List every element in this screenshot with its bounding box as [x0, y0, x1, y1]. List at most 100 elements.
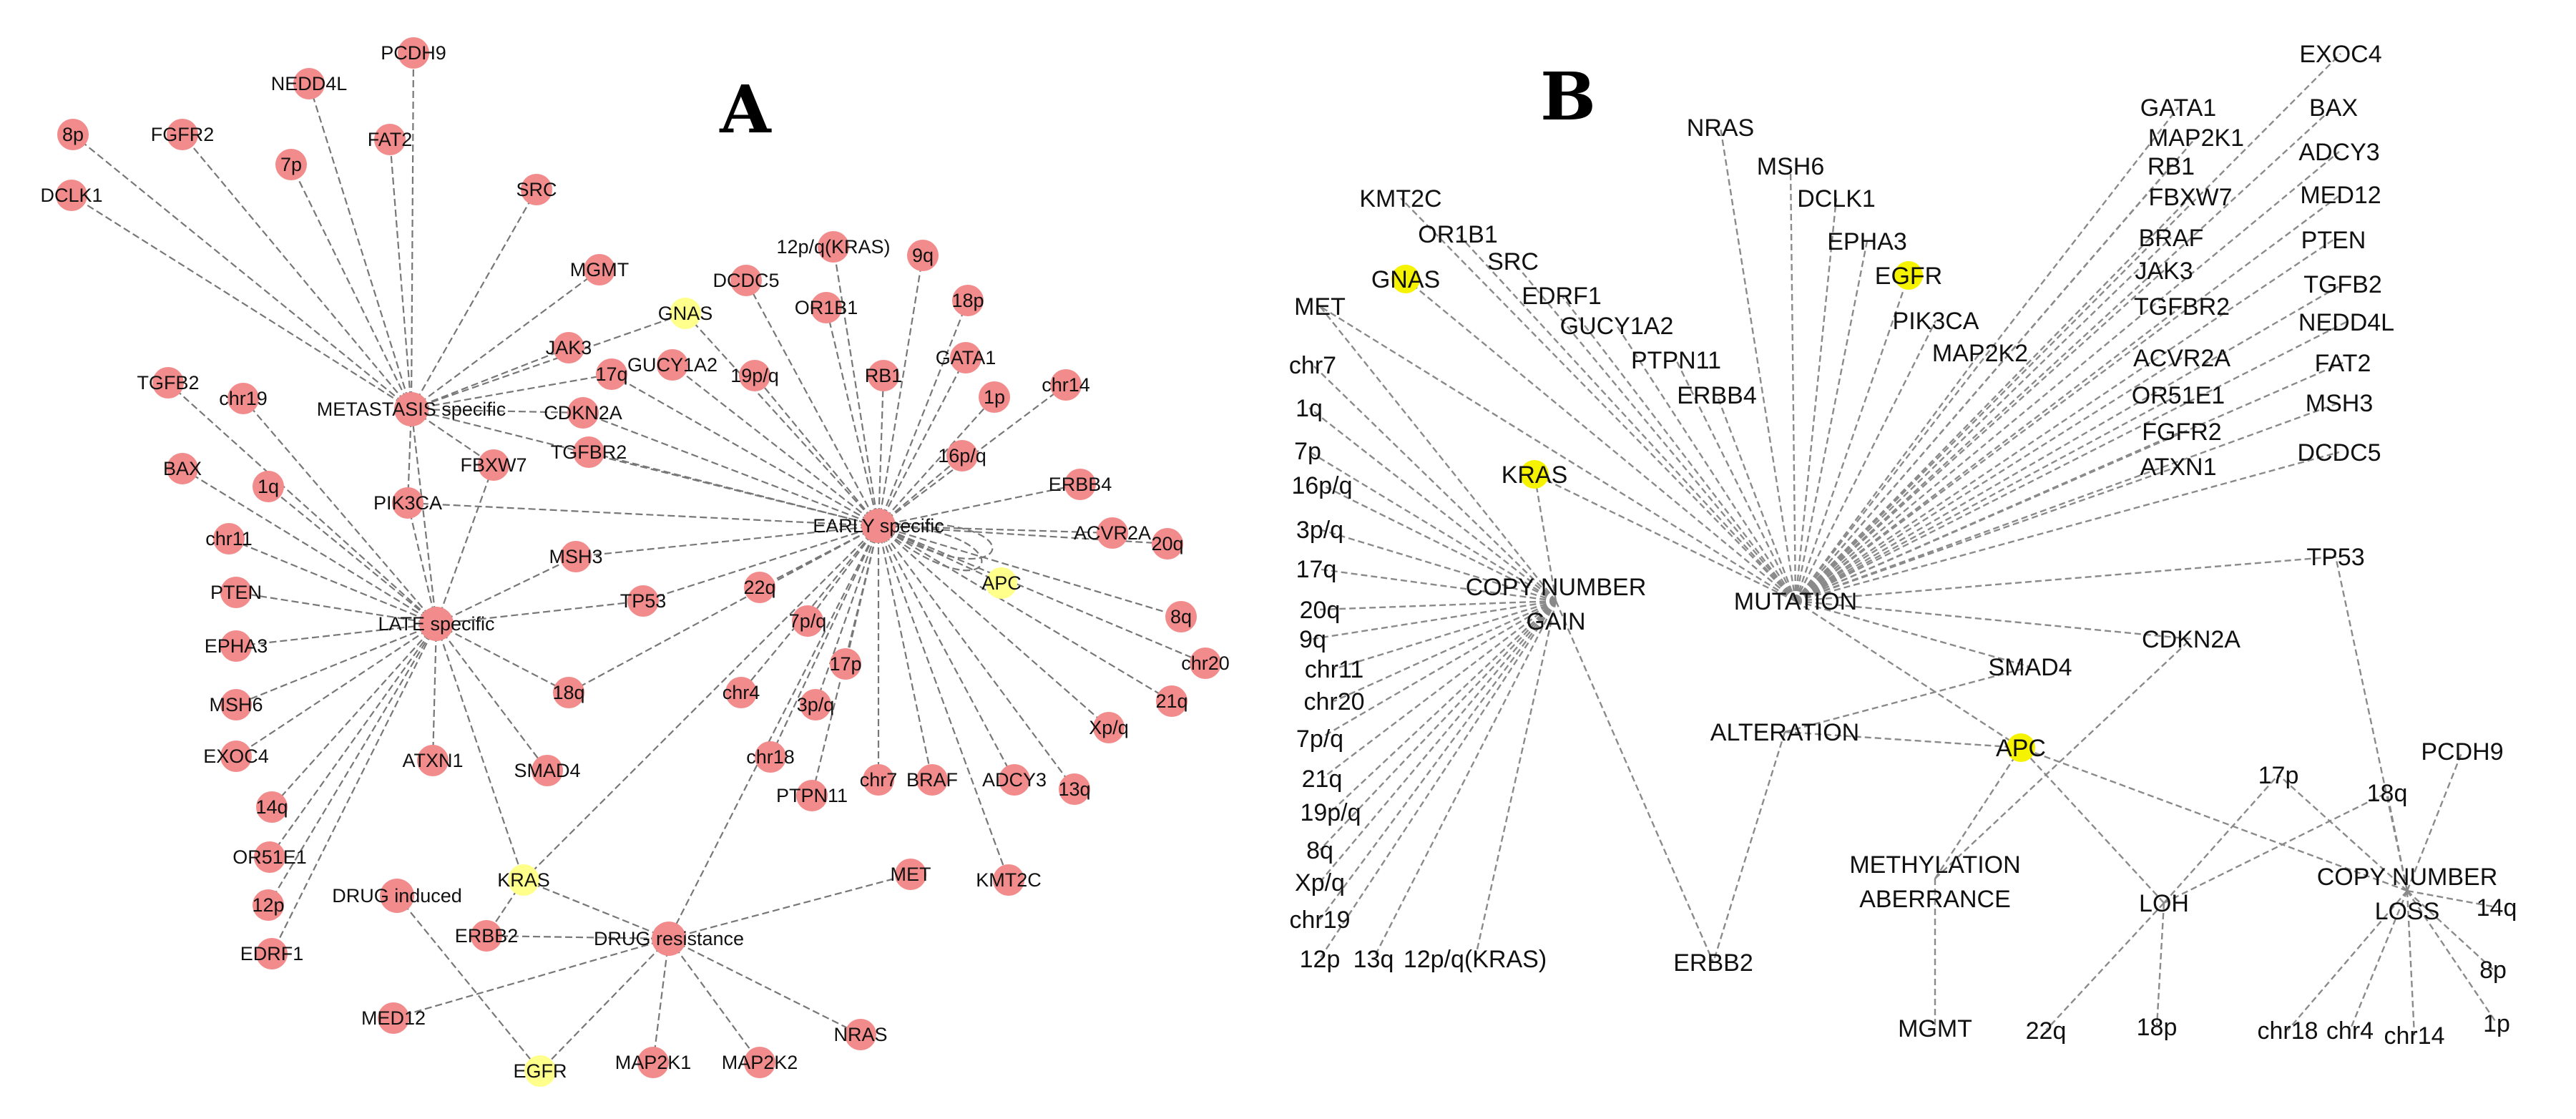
- edge-a-met-spec-gnas: [411, 312, 686, 411]
- node-b-8p: 8p: [2479, 957, 2507, 984]
- edge-b-cng-8q: [1319, 600, 1557, 851]
- node-a-tp53: TP53: [620, 585, 666, 617]
- node-b-label: EDRF1: [1522, 283, 1601, 310]
- node-a-label: 8p: [62, 124, 84, 145]
- node-a-label: BRAF: [906, 769, 958, 791]
- node-a-label: APC: [981, 572, 1022, 594]
- edge-a-late-1q: [268, 486, 437, 625]
- node-b-label: 12p/q(KRAS): [1404, 946, 1547, 973]
- edge-b-cnl-1p: [2406, 890, 2497, 1024]
- edge-a-early-13q: [878, 525, 1075, 790]
- node-a-8q: 8q: [1165, 601, 1197, 632]
- edge-a-late-atxn1: [431, 623, 438, 761]
- node-a-label: ATXN1: [402, 750, 463, 771]
- edge-b-cng-erbb2: [1554, 600, 1715, 963]
- node-b-marker: [1894, 261, 1923, 290]
- node-b-12p: 12p: [1300, 946, 1341, 973]
- node-a-label: EARLY specific: [813, 515, 944, 537]
- node-b-label: ADCY3: [2298, 139, 2379, 166]
- node-b-label: chr20: [1303, 688, 1364, 715]
- node-a-label: 19p/q: [730, 365, 779, 386]
- node-a-map2k2: MAP2K2: [722, 1047, 798, 1078]
- node-a-bax: BAX: [163, 453, 202, 484]
- node-b-label: MSH3: [2306, 390, 2373, 417]
- node-b-label: 13q: [1353, 946, 1394, 973]
- node-b-label: COPY NUMBER: [1466, 574, 1647, 601]
- edge-a-early-rb1: [877, 375, 885, 527]
- node-a-18q: 18q: [552, 677, 585, 708]
- node-b-label: PIK3CA: [1893, 308, 1979, 335]
- node-b-7p: 7p: [1294, 438, 1321, 465]
- edge-a-met-spec-cdkn2a: [411, 408, 584, 414]
- edge-a-met-spec-mgmt: [411, 269, 600, 410]
- node-a-marker: [1152, 528, 1183, 560]
- node-a-marker: [895, 859, 926, 890]
- node-a-label: CDKN2A: [544, 402, 622, 424]
- node-a-jak3: JAK3: [546, 332, 592, 363]
- node-a-late: LATE specific: [378, 607, 495, 641]
- edge-a-late-epha3: [235, 622, 437, 648]
- node-a-marker: [755, 741, 786, 773]
- edge-a-met-spec-nedd4l: [308, 83, 413, 410]
- node-b-label: 22q: [2026, 1017, 2067, 1045]
- edge-a-early-adcy3: [878, 525, 1015, 781]
- node-a-label: chr4: [723, 682, 760, 703]
- node-a-label: MAP2K2: [722, 1052, 798, 1073]
- node-a-7p: 7p: [275, 149, 307, 180]
- node-a-marker: [532, 755, 563, 786]
- node-a-smad4: SMAD4: [514, 755, 581, 786]
- edge-b-cng-12p: [1318, 600, 1557, 959]
- edge-a-early-9q: [877, 255, 924, 527]
- edge-b-mutation-acvr2a: [1795, 356, 2183, 602]
- edge-b-mutation-nras: [1719, 127, 1797, 602]
- node-a-marker: [394, 392, 428, 426]
- node-a-marker: [152, 367, 184, 399]
- node-a-fgfr2: FGFR2: [151, 119, 214, 150]
- node-a-drug-res: DRUG resistance: [594, 922, 744, 956]
- node-a-label: SRC: [516, 179, 557, 200]
- node-a-22q: 22q: [743, 572, 776, 603]
- node-a-acvr2a: ACVR2A: [1074, 517, 1151, 549]
- node-b-label: 20q: [1300, 597, 1341, 624]
- node-a-drug-ind: DRUG induced: [332, 879, 462, 913]
- edge-a-early-cdkn2a: [582, 411, 879, 527]
- node-b-bax: BAX: [2309, 94, 2358, 122]
- node-b-ptpn11: PTPN11: [1631, 347, 1721, 374]
- node-b-met: MET: [1294, 293, 1346, 321]
- node-a-marker: [584, 254, 615, 285]
- node-a-gnas: GNAS: [658, 298, 712, 329]
- edge-a-early-1p: [878, 396, 995, 527]
- edge-b-mutation-bax: [1795, 107, 2334, 602]
- node-b-label: GUCY1A2: [1560, 313, 1674, 340]
- edge-b-cng-16pq: [1321, 484, 1557, 602]
- node-a-adcy3: ADCY3: [982, 764, 1047, 796]
- node-a-marker: [637, 1047, 669, 1078]
- edge-a-early-12pqkras: [832, 246, 880, 527]
- node-a-met-spec: METASTASIS specific: [317, 392, 506, 426]
- node-a-label: METASTASIS specific: [317, 399, 506, 420]
- edge-a-early-erbb4: [878, 483, 1081, 527]
- node-a-marker: [845, 1019, 876, 1050]
- node-b-chr14: chr14: [2384, 1022, 2444, 1050]
- node-a-label: DRUG induced: [332, 885, 462, 907]
- node-a-label: GATA1: [936, 347, 996, 368]
- edge-a-early-xpq: [878, 525, 1110, 728]
- node-a-marker: [220, 741, 252, 772]
- node-a-marker: [293, 68, 325, 99]
- node-a-label: MED12: [361, 1007, 426, 1029]
- edge-b-mutation-edrf1: [1561, 295, 1796, 602]
- edge-a-drug-res-med12: [393, 937, 670, 1020]
- node-b-label: 8p: [2479, 957, 2507, 984]
- node-a-marker: [725, 677, 757, 708]
- node-b-label: ALTERATION: [1710, 719, 1859, 746]
- node-a-marker: [220, 630, 252, 662]
- node-b-label: SRC: [1487, 248, 1539, 275]
- node-b-label: METHYLATION: [1849, 851, 2020, 879]
- node-a-label: 7p/q: [789, 610, 827, 632]
- edge-a-late-exoc4: [235, 623, 437, 757]
- edge-a-early-loop-0: [878, 524, 983, 572]
- node-a-marker: [378, 1002, 409, 1034]
- edge-a-late-14q: [271, 623, 437, 808]
- node-a-dclk1: DCLK1: [40, 180, 103, 211]
- node-a-label: TGFBR2: [551, 441, 627, 463]
